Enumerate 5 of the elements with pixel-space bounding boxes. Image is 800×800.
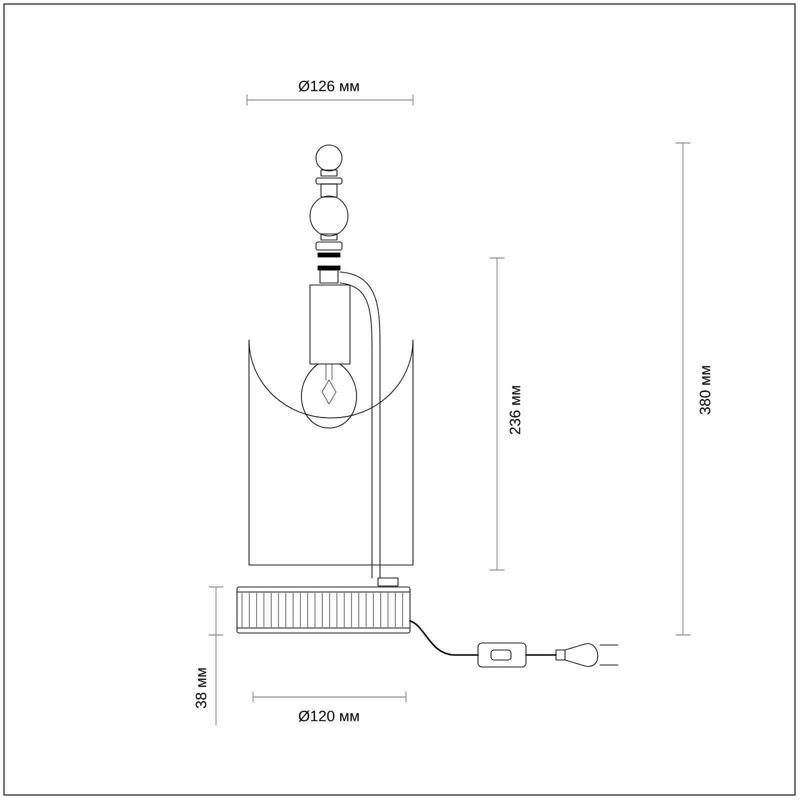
dimension-label: 38 мм [196,668,206,708]
dimension-label: 236 мм [510,386,520,434]
dimension-label: Ø120 мм [298,710,359,722]
dimension-label: 380 мм [700,366,710,414]
dimension-label: Ø126 мм [298,80,359,92]
